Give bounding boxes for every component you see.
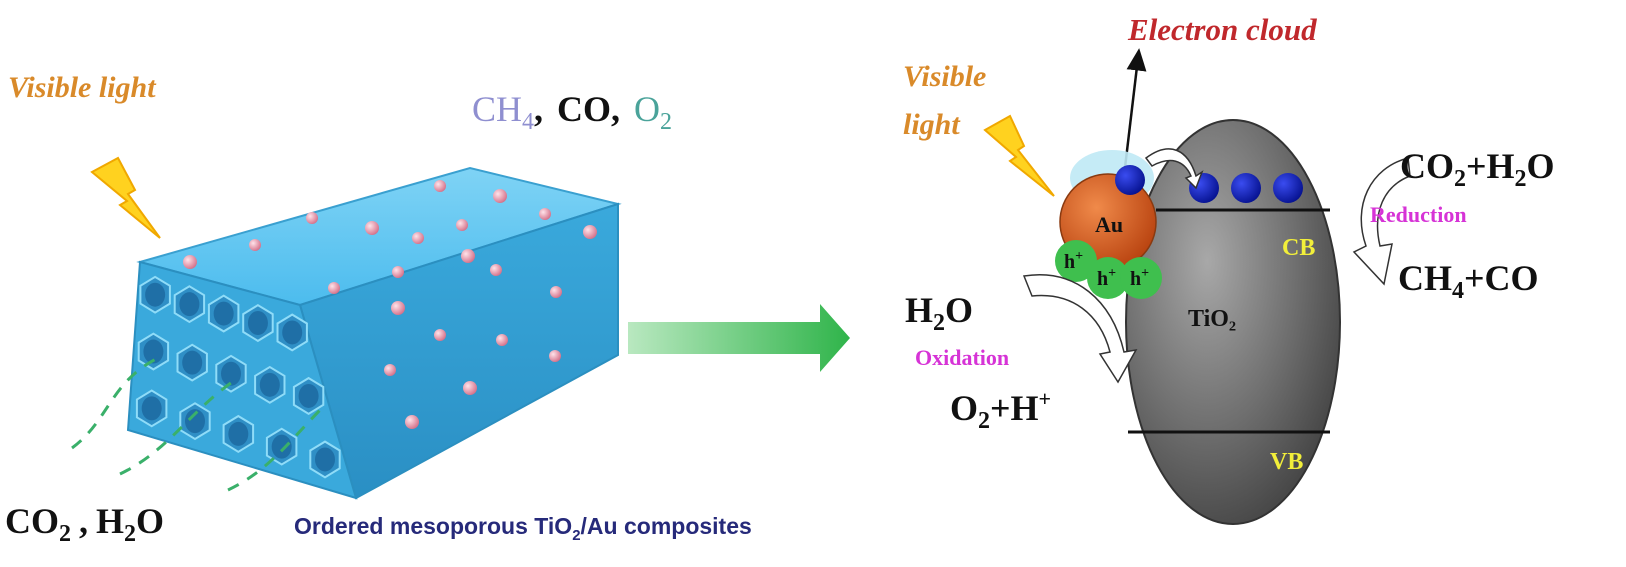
au-nanoparticle: [550, 286, 562, 298]
hole: [1055, 240, 1097, 282]
pore-opening: [143, 339, 164, 364]
pore-opening: [228, 421, 249, 446]
holes: h+ h+ h+: [1055, 240, 1162, 299]
electron-transfer-arrow: [1144, 148, 1204, 190]
pore-opening: [259, 372, 280, 397]
visible-light-label-left: Visible light: [8, 71, 157, 104]
product-co: CO: [557, 89, 611, 129]
reduction-arrow: [1352, 157, 1411, 286]
pore-opening: [298, 383, 319, 408]
gas-inflow-paths: [71, 354, 328, 492]
au-nanoparticle: [583, 225, 597, 239]
vb-label: VB: [1270, 449, 1303, 475]
au-nanoparticle: [490, 264, 502, 276]
au-nanoparticle: [539, 208, 551, 220]
reduction-label: Reduction: [1370, 202, 1467, 227]
hole: [1087, 257, 1129, 299]
reactants-label: CO2,H2O: [5, 501, 164, 547]
au-nanoparticle: [434, 329, 446, 341]
tio2-label: TiO₂: [1188, 306, 1236, 332]
pore-opening: [282, 320, 303, 345]
au-nanoparticle: [328, 282, 340, 294]
svg-text:h+: h+: [1097, 266, 1116, 290]
pore-opening: [145, 282, 166, 307]
tio2-particle: [1125, 119, 1341, 525]
au-nanoparticle: [365, 221, 379, 235]
oxidation-label: Oxidation: [915, 345, 1009, 370]
au-nanoparticle: [392, 266, 404, 278]
pore-opening: [315, 447, 335, 472]
au-nanoparticle: [456, 219, 468, 231]
h2o-label: H2O: [905, 290, 973, 336]
cb-label: CB: [1282, 235, 1315, 261]
pore-opening: [141, 396, 162, 421]
au-nanoparticle: [493, 189, 507, 203]
oxidation-arrow: [1022, 274, 1138, 384]
left-panel: Visible light CH4,CO,O2 CO2,H2O: [5, 71, 752, 547]
au-nanoparticle: [496, 334, 508, 346]
lightning-icon-left: [90, 156, 161, 239]
pore-opening: [221, 361, 241, 386]
au-nanoparticle: [412, 232, 424, 244]
pore-opening: [271, 434, 292, 459]
product-ch4: CH: [472, 89, 522, 129]
composite-caption: Ordered mesoporous TiO2/Au composites: [294, 513, 752, 544]
au-nanoparticle: [384, 364, 396, 376]
lightning-icon-right: [983, 114, 1055, 197]
au-nanoparticle: [461, 249, 475, 263]
au-nanoparticle: [549, 350, 561, 362]
co2-h2o-label: CO2+H2O: [1400, 146, 1555, 192]
pore-cells: [135, 275, 341, 479]
electron: [1231, 173, 1261, 203]
au-nanoparticle: [434, 180, 446, 192]
au-nanoparticle: [306, 212, 318, 224]
electron-on-au: [1115, 165, 1145, 195]
au-label: Au: [1095, 212, 1123, 237]
au-nanoparticle: [405, 415, 419, 429]
au-nanoparticle: [249, 239, 261, 251]
au-nanoparticle: [183, 255, 197, 269]
au-nanoparticles: [183, 180, 597, 429]
hole: [1120, 257, 1162, 299]
ch4-co-label: CH4+CO: [1398, 258, 1539, 304]
svg-text:h+: h+: [1130, 266, 1149, 290]
visible-light-label-right-2: light: [903, 108, 961, 141]
pore-opening: [182, 350, 203, 375]
pore-opening: [247, 311, 268, 336]
mesoporous-tio2-tube: [126, 166, 622, 500]
pore-opening: [179, 292, 200, 317]
right-panel: Visible light Electron cloud TiO₂ CB VB …: [903, 12, 1555, 525]
pore-opening: [213, 301, 234, 326]
pore-opening: [185, 409, 205, 434]
o2-h-label: O2+H+: [950, 386, 1051, 434]
conduction-electrons: [1189, 173, 1303, 203]
visible-light-label-right-1: Visible: [903, 60, 986, 93]
svg-text:h+: h+: [1064, 249, 1083, 273]
au-nanoparticle: [391, 301, 405, 315]
transition-arrow: [628, 304, 850, 372]
au-nanoparticle: [463, 381, 477, 395]
product-o2: O: [634, 89, 660, 129]
products-label: CH4,CO,O2: [472, 89, 672, 135]
electron: [1273, 173, 1303, 203]
electron-cloud-label: Electron cloud: [1127, 12, 1317, 47]
